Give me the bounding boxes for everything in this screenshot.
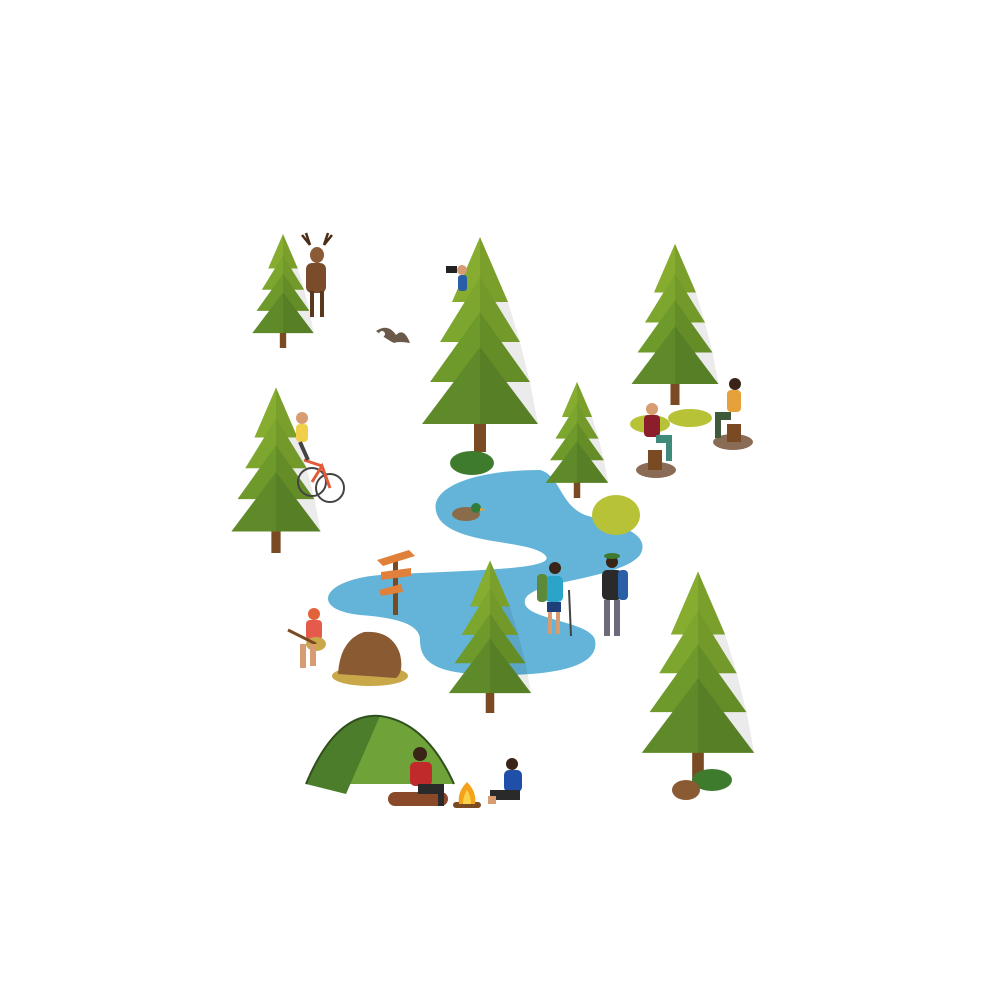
- bicycle-icon: [296, 412, 345, 503]
- pine-tree-icon: [545, 381, 609, 498]
- person-sitting-icon: [713, 378, 753, 450]
- person-sitting-icon: [388, 747, 448, 806]
- person-sitting-icon: [636, 403, 676, 478]
- person-sitting-icon: [488, 758, 522, 804]
- hiker-icon: [537, 562, 572, 637]
- pine-tree-icon: [641, 571, 755, 780]
- bird-icon: [376, 327, 410, 343]
- campfire-icon: [453, 782, 481, 808]
- deer-icon: [301, 232, 333, 317]
- duck-icon: [452, 503, 486, 521]
- pine-tree-icon: [252, 234, 314, 348]
- person-camera-icon: [446, 265, 467, 291]
- hiker-icon: [602, 553, 628, 636]
- bush-icon: [450, 409, 732, 800]
- pine-tree-icon: [631, 243, 719, 405]
- pine-tree-icon: [231, 387, 321, 553]
- pine-tree-icon: [422, 237, 538, 452]
- guitar-icon: [287, 608, 326, 668]
- signpost-icon: [377, 550, 415, 615]
- rock-icon: [332, 631, 408, 686]
